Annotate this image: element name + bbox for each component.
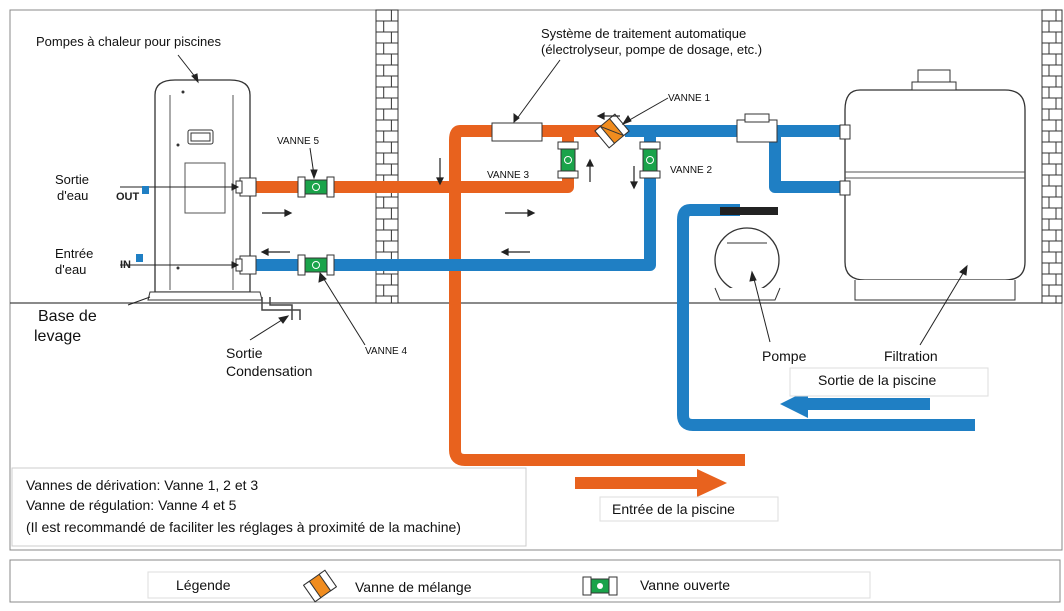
pool-outlet-arrow xyxy=(780,390,930,418)
heat-pump-label: Pompes à chaleur pour piscines xyxy=(36,34,221,49)
notes-box xyxy=(11,467,527,547)
pool-inlet-arrow xyxy=(575,469,727,497)
valve-3-label: VANNE 3 xyxy=(487,170,530,181)
leader-lines xyxy=(120,54,968,346)
legend-mixing-valve-label: Vanne de mélange xyxy=(355,579,472,595)
brick-wall-left xyxy=(375,9,399,304)
legend-title: Légende xyxy=(176,577,231,593)
treatment-system-label-line1: Système de traitement automatique xyxy=(541,26,747,41)
pool-outlet-label: Sortie de la piscine xyxy=(818,372,937,388)
condensation-label-line2: Condensation xyxy=(226,363,313,379)
out-tag: OUT xyxy=(116,186,149,203)
filtration-label: Filtration xyxy=(884,348,938,364)
lifting-base-label-line1: Base de xyxy=(38,308,97,325)
brick-wall-right xyxy=(1041,9,1063,304)
valve-1-mixing-valve xyxy=(594,113,630,149)
legend-open-valve-label: Vanne ouverte xyxy=(640,577,731,593)
treatment-system-label-line2: (électrolyseur, pompe de dosage, etc.) xyxy=(541,42,763,57)
pump-label: Pompe xyxy=(762,348,807,364)
pool-pump xyxy=(714,207,781,301)
legend-mixing-valve-icon xyxy=(302,569,338,603)
water-inlet-label-line2: d'eau xyxy=(55,262,87,277)
valve-3-open-valve xyxy=(557,141,579,179)
in-tag: IN xyxy=(120,254,143,271)
valve-2-open-valve xyxy=(639,141,661,179)
legend-open-valve-icon xyxy=(582,576,618,596)
valve-5-label: VANNE 5 xyxy=(277,136,320,147)
t-fitting xyxy=(736,113,778,143)
heat-pump-unit xyxy=(147,79,263,301)
condensation-pipe xyxy=(261,297,301,320)
filter-tank xyxy=(839,69,1026,301)
pool-inlet-label: Entrée de la piscine xyxy=(612,501,735,517)
notes-line-1: Vannes de dérivation: Vanne 1, 2 et 3 xyxy=(26,477,259,493)
svg-text:IN: IN xyxy=(120,259,131,271)
svg-text:OUT: OUT xyxy=(116,191,140,203)
valve-2-label: VANNE 2 xyxy=(670,165,713,176)
condensation-label-line1: Sortie xyxy=(226,345,263,361)
water-inlet-label-line1: Entrée xyxy=(55,246,94,261)
water-outlet-label-line1: Sortie xyxy=(55,172,89,187)
flow-arrows xyxy=(260,112,638,256)
lifting-base-label-line2: levage xyxy=(34,328,82,345)
valve-4-open-valve xyxy=(297,254,335,276)
water-outlet-label-line2: d'eau xyxy=(57,188,89,203)
treatment-system-box xyxy=(491,122,543,142)
notes-line-3: (Il est recommandé de faciliter les régl… xyxy=(26,519,461,535)
valve-4-label: VANNE 4 xyxy=(365,346,408,357)
valve-5-open-valve xyxy=(297,176,335,198)
notes-line-2: Vanne de régulation: Vanne 4 et 5 xyxy=(26,497,237,513)
valve-1-label: VANNE 1 xyxy=(668,93,711,104)
